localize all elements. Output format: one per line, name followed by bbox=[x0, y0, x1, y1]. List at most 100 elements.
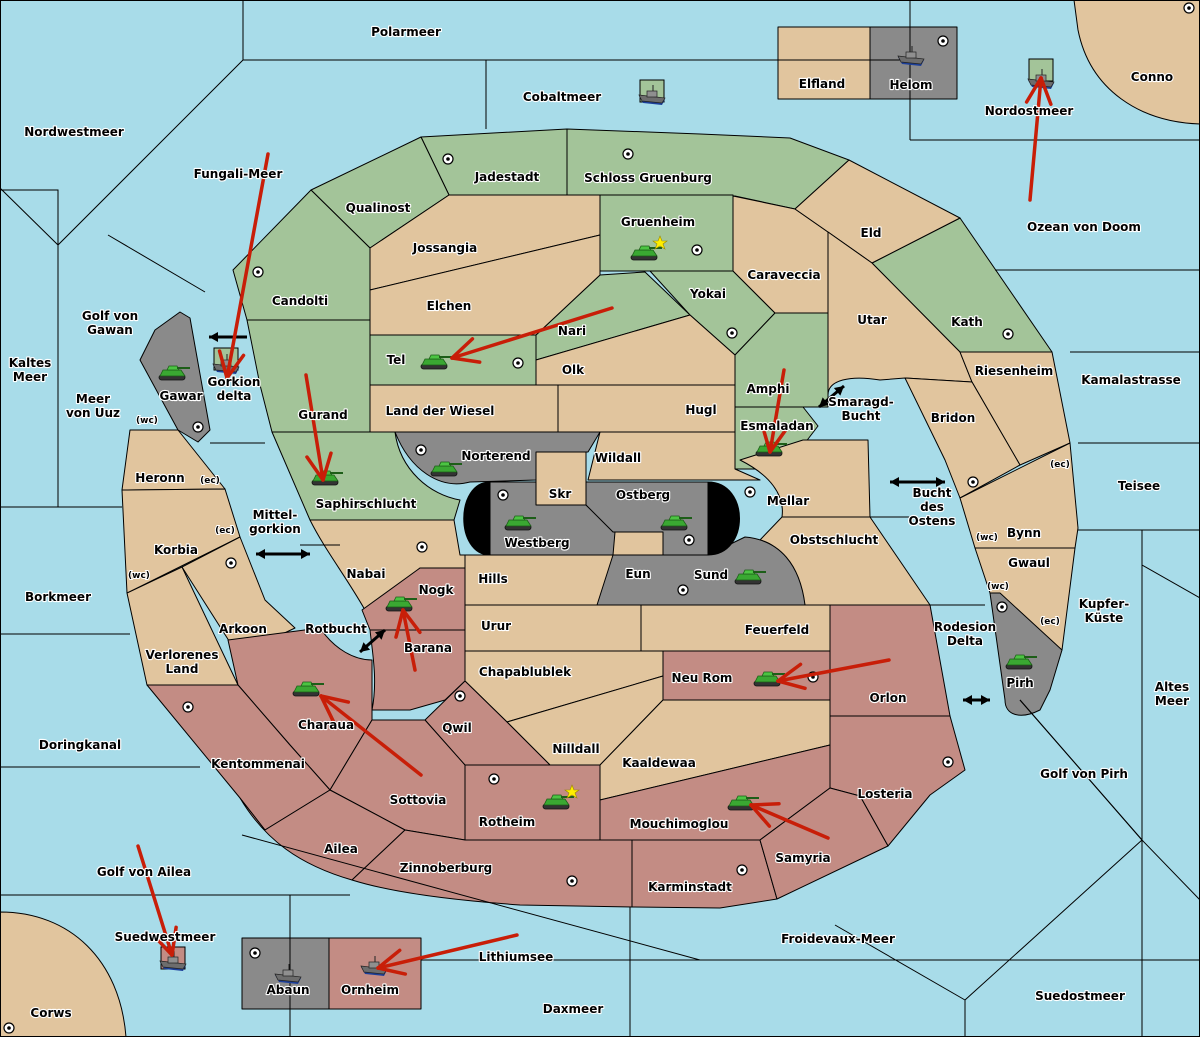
supply-center-icon bbox=[736, 864, 748, 876]
army-tank-icon[interactable] bbox=[1005, 654, 1037, 670]
coast-label: (ec) bbox=[1050, 460, 1070, 470]
territory-label-schloss-gruenburg: Schloss Gruenburg bbox=[584, 171, 712, 185]
supply-center-icon bbox=[416, 541, 428, 553]
territory-label-suedostmeer: Suedostmeer bbox=[1035, 989, 1125, 1003]
territory-gruenheim[interactable] bbox=[599, 194, 734, 272]
territory-label-korbia: Korbia bbox=[154, 543, 198, 557]
order-arrow-golf-von-ailea-to-suedwestmeer bbox=[136, 844, 178, 957]
supply-center-icon bbox=[566, 875, 578, 887]
fleet-ship-icon[interactable] bbox=[159, 951, 187, 971]
supply-center-icon bbox=[726, 327, 738, 339]
territory-bridon[interactable] bbox=[904, 377, 1021, 499]
supply-center-icon bbox=[454, 690, 466, 702]
army-tank-icon[interactable] bbox=[158, 365, 190, 381]
supply-center-icon bbox=[967, 476, 979, 488]
territory-label-nordostmeer: Nordostmeer bbox=[985, 104, 1074, 118]
supply-center-icon bbox=[497, 489, 509, 501]
territory-elchen[interactable] bbox=[369, 234, 601, 336]
territory-label-wildall: Wildall bbox=[595, 451, 641, 465]
territory-label-nordwestmeer: Nordwestmeer bbox=[24, 125, 124, 139]
territory-bynn[interactable] bbox=[959, 442, 1079, 549]
army-tank-icon[interactable] bbox=[292, 681, 324, 697]
supply-center-icon bbox=[3, 1022, 15, 1034]
army-tank-icon[interactable] bbox=[420, 354, 452, 370]
territory-label-neu-rom: Neu Rom bbox=[672, 671, 733, 685]
territory-sund[interactable] bbox=[596, 536, 806, 606]
army-tank-icon[interactable] bbox=[385, 596, 417, 612]
supply-center-icon bbox=[192, 421, 204, 433]
territory-label-caraveccia: Caraveccia bbox=[747, 268, 820, 282]
territory-jossangia[interactable] bbox=[369, 194, 601, 291]
territory-label-bridon: Bridon bbox=[931, 411, 976, 425]
territory-label-jadestadt: Jadestadt bbox=[474, 170, 540, 184]
territory-label-yokai: Yokai bbox=[689, 287, 726, 301]
fleet-ship-icon[interactable] bbox=[897, 46, 925, 66]
supply-center-icon bbox=[488, 773, 500, 785]
territory-label-charaua: Charaua bbox=[298, 718, 354, 732]
territory-label-teisee: Teisee bbox=[1118, 479, 1160, 493]
territory-label-gurand: Gurand bbox=[298, 408, 348, 422]
territory-conno[interactable] bbox=[1073, 0, 1200, 125]
sea-border bbox=[834, 924, 966, 1001]
territory-mellar[interactable] bbox=[739, 439, 871, 518]
coast-label: (wc) bbox=[976, 533, 998, 543]
territory-pirh[interactable] bbox=[989, 592, 1063, 716]
territory-riesenheim[interactable] bbox=[959, 351, 1071, 466]
territory-label-land-der-wiesel: Land der Wiesel bbox=[386, 404, 495, 418]
sea-border bbox=[107, 234, 206, 293]
fleet-ship-icon[interactable] bbox=[274, 964, 302, 984]
territory-label-gwaul: Gwaul bbox=[1008, 556, 1050, 570]
adjacency-arrow-icon bbox=[359, 628, 386, 654]
territory-label-skr: Skr bbox=[549, 487, 572, 501]
order-arrow-fungali-meer-to-gorkion-delta bbox=[217, 152, 270, 380]
army-tank-icon[interactable] bbox=[755, 441, 787, 457]
army-tank-icon[interactable] bbox=[734, 569, 766, 585]
sea-border bbox=[1019, 699, 1143, 841]
supply-center-icon bbox=[744, 486, 756, 498]
army-tank-icon[interactable] bbox=[630, 235, 668, 261]
supply-center-icon bbox=[683, 534, 695, 546]
territory-label-chapablublek: Chapablublek bbox=[479, 665, 572, 679]
territory-label-cobaltmeer: Cobaltmeer bbox=[523, 90, 601, 104]
territory-label-doringkanal: Doringkanal bbox=[39, 738, 121, 752]
army-tank-icon[interactable] bbox=[753, 671, 785, 687]
territory-corws[interactable] bbox=[0, 911, 127, 1037]
territory-label-borkmeer: Borkmeer bbox=[25, 590, 91, 604]
supply-center-icon bbox=[937, 35, 949, 47]
star-icon bbox=[564, 784, 580, 799]
territory-label-saphirschlucht: Saphirschlucht bbox=[316, 497, 417, 511]
impassable-region bbox=[463, 481, 491, 556]
territory-label-helom: Helom bbox=[889, 78, 932, 92]
territory-label-mellar: Mellar bbox=[767, 494, 809, 508]
army-tank-icon[interactable] bbox=[660, 515, 692, 531]
territory-label-karminstadt: Karminstadt bbox=[648, 880, 732, 894]
territory-label-golf-von-pirh: Golf von Pirh bbox=[1040, 767, 1128, 781]
army-tank-icon[interactable] bbox=[727, 795, 759, 811]
fleet-ship-icon[interactable] bbox=[638, 85, 666, 105]
army-tank-icon[interactable] bbox=[430, 461, 462, 477]
territory-label-hugl: Hugl bbox=[685, 403, 716, 417]
territory-label-nabai: Nabai bbox=[347, 567, 386, 581]
army-tank-icon[interactable] bbox=[542, 784, 580, 810]
territory-wildall[interactable] bbox=[587, 431, 761, 481]
territory-label-polarmeer: Polarmeer bbox=[371, 25, 441, 39]
territory-label-gruenheim: Gruenheim bbox=[621, 215, 695, 229]
supply-center-icon bbox=[512, 357, 524, 369]
army-tank-icon[interactable] bbox=[504, 515, 536, 531]
territory-samyria[interactable] bbox=[759, 787, 889, 900]
territory-label-kupfer-k-ste: Kupfer-Küste bbox=[1079, 597, 1129, 625]
territory-label-riesenheim: Riesenheim bbox=[975, 364, 1054, 378]
territory-karminstadt[interactable] bbox=[631, 839, 778, 909]
supply-center-icon bbox=[677, 584, 689, 596]
territory-label-ostberg: Ostberg bbox=[616, 488, 670, 502]
supply-center-icon bbox=[691, 244, 703, 256]
supply-center-icon bbox=[249, 947, 261, 959]
territory-olk[interactable] bbox=[535, 314, 736, 386]
territory-label-ornheim: Ornheim bbox=[341, 983, 399, 997]
supply-center-icon bbox=[252, 266, 264, 278]
territory-label-corws: Corws bbox=[30, 1006, 71, 1020]
